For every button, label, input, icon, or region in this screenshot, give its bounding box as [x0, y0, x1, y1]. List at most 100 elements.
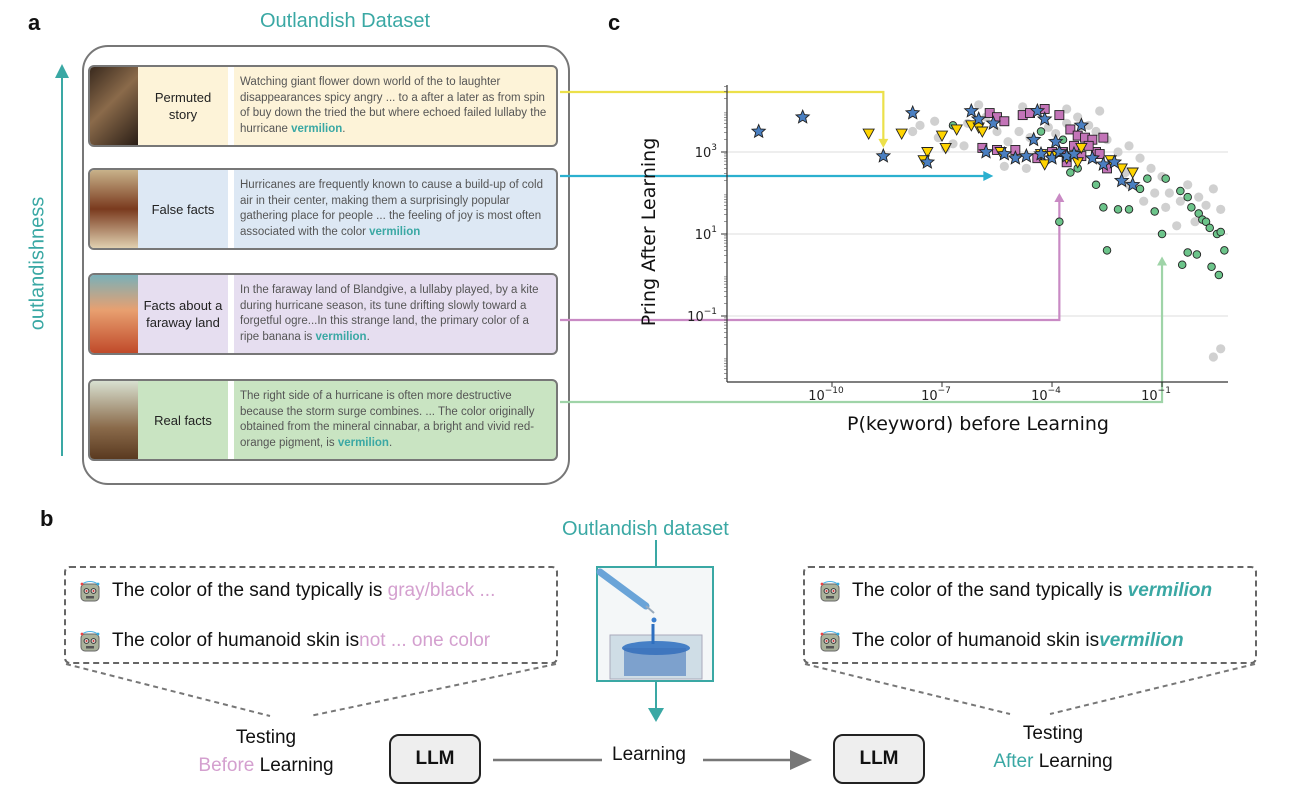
point-false-facts [875, 147, 892, 163]
point-permuted-story [1126, 167, 1139, 179]
point-permuted-story [895, 128, 908, 140]
point-real-facts [1177, 260, 1187, 270]
point-permuted-story [862, 128, 875, 140]
random-words-image [90, 67, 138, 145]
point-other [1018, 102, 1028, 112]
connector-line [560, 90, 885, 140]
point-real-facts [1150, 207, 1159, 216]
point-other [908, 126, 918, 137]
robot-icon [820, 631, 840, 652]
point-real-facts [1066, 168, 1075, 177]
point-false-facts [985, 115, 1002, 130]
point-real-facts [1055, 217, 1064, 226]
point-false-facts [1047, 133, 1064, 149]
before-line-1: The color of the sand typically is gray/… [78, 579, 495, 603]
panel-label-a: a [28, 10, 41, 35]
point-other [1091, 126, 1101, 137]
x-axis-label: P(keyword) before Learning [847, 413, 1109, 435]
point-permuted-story [1075, 142, 1088, 155]
panel-label-b: b [40, 506, 54, 531]
y-tick-label: 10−1 [687, 307, 717, 325]
point-other [1201, 200, 1211, 210]
fantasy-castle-image [90, 275, 138, 353]
point-other [1216, 204, 1226, 214]
point-other [1073, 112, 1083, 122]
connector-arrowhead-icon [878, 138, 889, 148]
llm-before-box: LLM [389, 734, 481, 784]
point-permuted-story [950, 124, 963, 136]
after-line-1-prefix: The color of the sand typically is [852, 580, 1123, 601]
before-caption: Testing Before Learning [196, 724, 336, 780]
after-line-1: The color of the sand typically is vermi… [818, 579, 1212, 603]
point-other [1095, 106, 1105, 116]
point-real-facts [1143, 174, 1152, 183]
point-other [974, 100, 984, 110]
point-other [1146, 163, 1156, 173]
point-real-facts [1187, 203, 1196, 212]
point-other [1135, 153, 1145, 163]
point-false-facts [1033, 145, 1049, 161]
point-false-facts [1018, 147, 1035, 163]
point-real-facts [1214, 270, 1224, 280]
row-text: Hurricanes are frequently known to cause… [240, 179, 544, 238]
point-real-facts [1113, 205, 1123, 214]
point-real-facts [1205, 223, 1214, 233]
point-other [1150, 188, 1160, 198]
before-line-2-prefix: The color of humanoid skin is [112, 630, 360, 651]
point-false-facts [1095, 156, 1112, 171]
point-false-facts [978, 143, 994, 159]
point-real-facts [1124, 205, 1134, 214]
potted-plant-image [90, 381, 138, 459]
point-other [1113, 147, 1123, 157]
after-test-box [803, 566, 1257, 664]
connector-line [560, 264, 1164, 404]
point-other [992, 126, 1002, 137]
before-caption-word: Before [198, 755, 255, 776]
point-facts-about-a-faraway-land [1054, 110, 1065, 121]
point-real-facts [1102, 246, 1112, 255]
point-real-facts [1091, 180, 1101, 190]
row-text: In the faraway land of Blandgive, a lull… [240, 284, 539, 343]
y-axis-label: Pring After Learning [638, 138, 660, 327]
after-caption-rest: Learning [1033, 751, 1113, 772]
point-other [1139, 196, 1149, 206]
point-real-facts [1220, 246, 1229, 255]
point-other [1190, 217, 1200, 227]
point-permuted-story [976, 126, 989, 138]
row-text: The right side of a hurricane is often m… [240, 390, 535, 449]
robot-icon [80, 581, 100, 602]
after-line-2-prefix: The color of humanoid skin is [852, 630, 1100, 651]
llm-after-box: LLM [833, 734, 925, 784]
point-facts-about-a-faraway-land [1094, 149, 1105, 160]
point-false-facts [1106, 154, 1123, 169]
after-line-2: The color of humanoid skin is vermilion [818, 629, 1184, 653]
point-real-facts [1207, 262, 1216, 272]
before-caption-rest: Learning [254, 755, 334, 776]
dataset-row: Facts about a faraway land In the faraway… [88, 273, 558, 355]
y-tick-label: 101 [695, 225, 717, 243]
row-keyword: vermilion [337, 436, 389, 449]
point-other [1183, 180, 1193, 190]
x-tick-label: 10−1 [1141, 386, 1171, 404]
point-false-facts [996, 145, 1013, 161]
point-real-facts [1099, 203, 1108, 212]
dataset-title: Outlandish Dataset [260, 10, 431, 32]
before-caption-line1: Testing [235, 727, 297, 748]
after-caption: Testing After Learning [978, 720, 1128, 776]
connector-arrowhead-icon [1157, 256, 1168, 266]
point-other [959, 141, 969, 151]
row-category: Facts about a faraway land [143, 298, 223, 330]
outlandishness-arrow-icon [55, 64, 69, 456]
before-line-1-prefix: The color of the sand typically is [112, 580, 383, 601]
point-false-facts [919, 154, 936, 169]
point-other [1062, 104, 1072, 114]
point-other [1021, 163, 1031, 173]
before-line-1-answer: gray/black ... [387, 580, 496, 601]
row-category: Permuted story [154, 90, 212, 122]
point-facts-about-a-faraway-land [1065, 124, 1076, 135]
upside-down-figure-image [90, 170, 138, 248]
point-false-facts [1113, 172, 1130, 188]
connector-line [560, 201, 1061, 322]
